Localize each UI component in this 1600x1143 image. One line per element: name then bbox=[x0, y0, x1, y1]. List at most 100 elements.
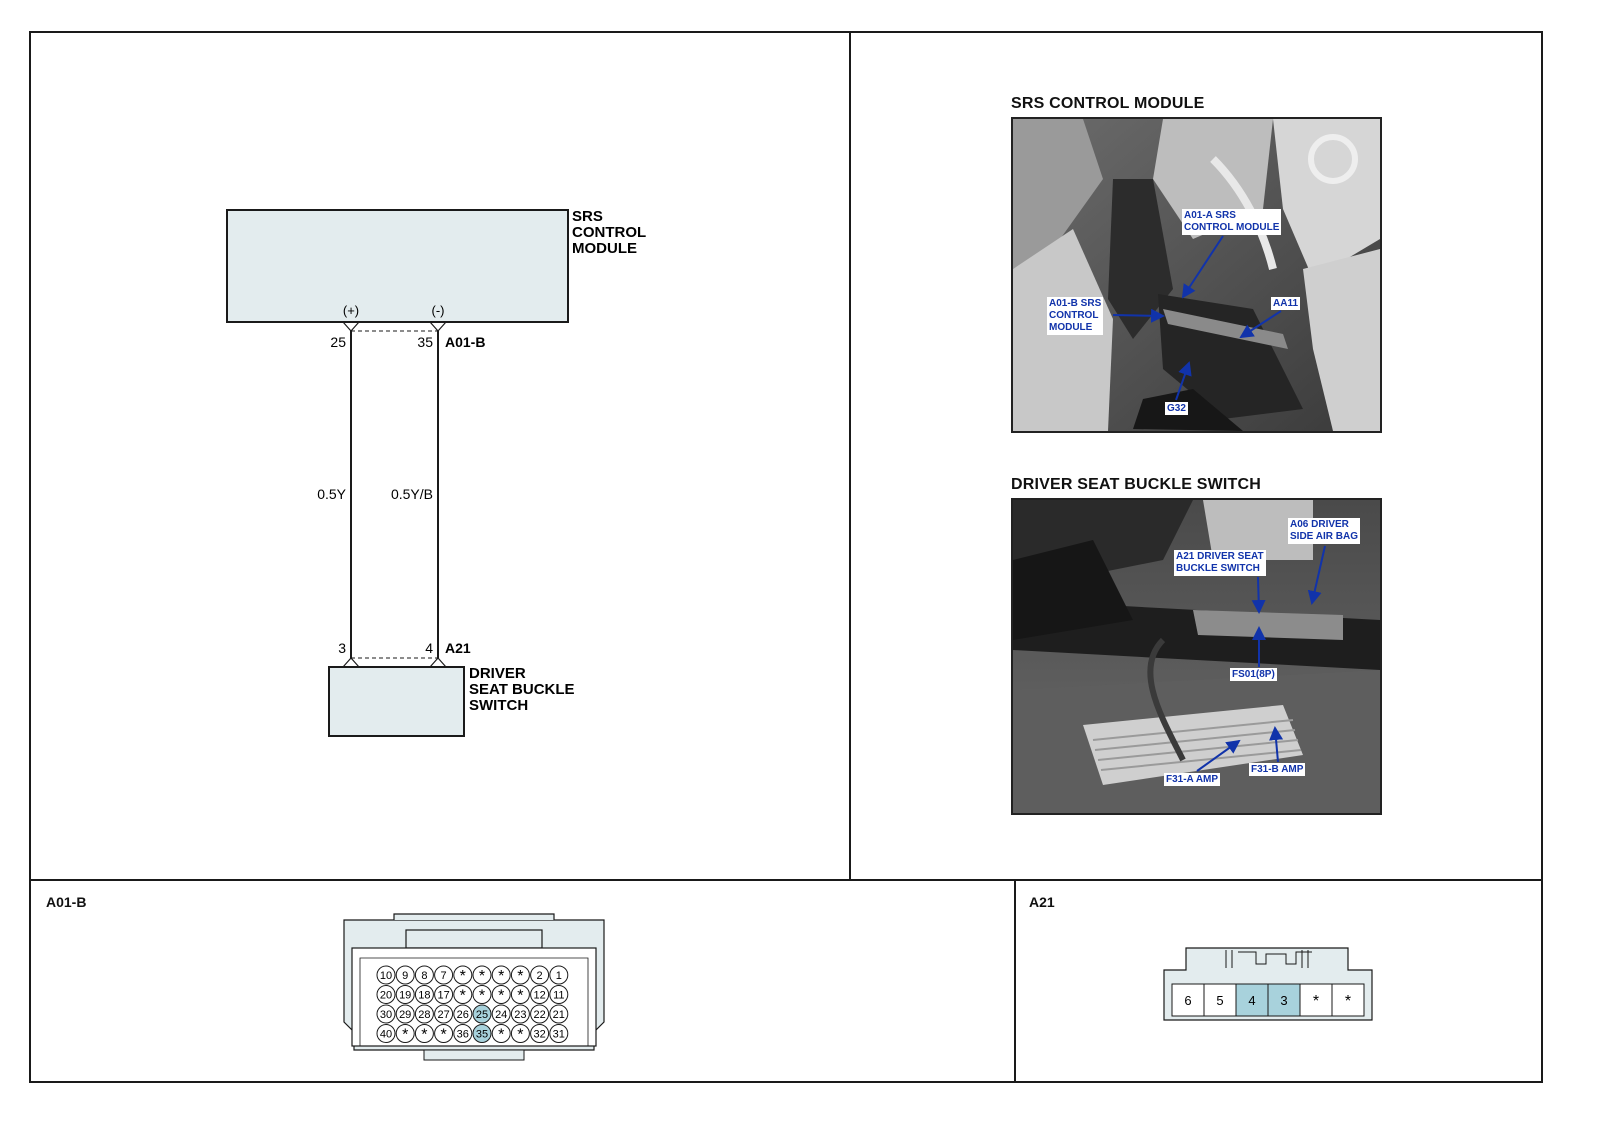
a01b-pin-cavity bbox=[510, 1004, 530, 1024]
callout-a06-line-2: SIDE AIR BAG bbox=[1290, 531, 1358, 542]
a01b-pin-number: 25 bbox=[476, 1009, 488, 1021]
a01b-pin-number: 18 bbox=[418, 990, 430, 1002]
a01b-pin-cavity bbox=[453, 985, 473, 1004]
a01b-pin-cavity bbox=[453, 965, 473, 985]
a01b-pin-cavity bbox=[434, 1024, 454, 1043]
a01b-pin-cavity bbox=[376, 985, 396, 1004]
a21-pin-cavity bbox=[1171, 983, 1205, 1017]
switch-pin-4-terminal bbox=[429, 657, 447, 668]
a01b-pin-cavity bbox=[434, 1004, 454, 1024]
a01b-pin-number: 10 bbox=[380, 970, 392, 982]
module-pin-left: 25 bbox=[330, 334, 346, 350]
callout-a06: A06 DRIVER SIDE AIR BAG bbox=[1288, 518, 1360, 544]
callout-a01b: A01-B SRS CONTROL MODULE bbox=[1047, 297, 1104, 335]
callout-a01a-line-2: CONTROL MODULE bbox=[1184, 222, 1280, 233]
a01b-pin-cavity bbox=[376, 1024, 396, 1043]
buckle-location-photo: A06 DRIVER SIDE AIR BAG A21 DRIVER SEAT … bbox=[1011, 498, 1382, 815]
switch-connector-label: A21 bbox=[445, 640, 471, 656]
a01b-pin-number: * bbox=[460, 968, 466, 985]
a01b-pin-cavity bbox=[376, 1004, 396, 1024]
a21-pin-number: * bbox=[1313, 993, 1319, 1010]
buckle-switch-box bbox=[328, 666, 465, 737]
divider-bottom bbox=[1014, 880, 1016, 1083]
a21-connector-label: A21 bbox=[1029, 894, 1055, 910]
a01b-pin-cavity bbox=[453, 1004, 473, 1024]
a01b-pin-number: 11 bbox=[553, 990, 564, 1002]
callout-fs01: FS01(8P) bbox=[1230, 668, 1277, 681]
a01b-pin-cavity bbox=[510, 1024, 530, 1043]
a01b-pin-cavity bbox=[414, 1024, 434, 1043]
wire-right-label: 0.5Y/B bbox=[391, 486, 433, 502]
a01b-pin-number: * bbox=[460, 988, 466, 1005]
module-photo-title: SRS CONTROL MODULE bbox=[1011, 95, 1205, 112]
callout-a01b-line-1: A01-B SRS bbox=[1049, 298, 1102, 309]
divider-horizontal bbox=[29, 879, 1543, 881]
a01b-pin-number: * bbox=[517, 968, 523, 985]
a21-pin-number: 6 bbox=[1184, 993, 1191, 1008]
a01b-pin-cavity bbox=[491, 1024, 511, 1043]
a01b-pin-cavity bbox=[549, 985, 569, 1004]
a01b-pin-cavity bbox=[549, 1004, 569, 1024]
polarity-positive: (+) bbox=[343, 303, 359, 318]
a01b-pin-cavity bbox=[510, 985, 530, 1004]
callout-f31b: F31-B AMP bbox=[1249, 763, 1306, 776]
a01b-connector-label: A01-B bbox=[46, 894, 87, 910]
a01b-pin-number: * bbox=[517, 1027, 523, 1044]
arrow-g32 bbox=[1175, 361, 1192, 401]
switch-pin-left: 3 bbox=[338, 640, 346, 656]
module-pin-35-terminal bbox=[429, 321, 447, 332]
module-location-photo: A01-A SRS CONTROL MODULE A01-B SRS CONTR… bbox=[1011, 117, 1382, 433]
a21-pin-cavity bbox=[1331, 983, 1365, 1017]
callout-a21: A21 DRIVER SEAT BUCKLE SWITCH bbox=[1174, 550, 1266, 576]
a01b-pin-number: * bbox=[498, 1027, 504, 1044]
a01b-pin-number: 19 bbox=[399, 990, 411, 1002]
arrow-aa11 bbox=[1239, 310, 1282, 339]
callout-f31a: F31-A AMP bbox=[1164, 773, 1221, 786]
a01b-pin-cavity bbox=[395, 1004, 415, 1024]
a01b-pin-number: 31 bbox=[553, 1029, 565, 1041]
callout-a01a-line-1: A01-A SRS bbox=[1184, 210, 1236, 221]
a21-pin-number: 5 bbox=[1216, 993, 1223, 1008]
a01b-pin-cavity bbox=[414, 1004, 434, 1024]
a01b-pin-number: 24 bbox=[495, 1009, 507, 1021]
a01b-pin-number: * bbox=[479, 988, 485, 1005]
callout-a01a: A01-A SRS CONTROL MODULE bbox=[1182, 209, 1282, 235]
a01b-pin-cavity bbox=[549, 1024, 569, 1043]
a01b-pin-cavity bbox=[530, 1004, 550, 1024]
a01b-pin-number: 17 bbox=[437, 990, 449, 1002]
a01b-pin-cavity bbox=[395, 985, 415, 1004]
buckle-photo-title: DRIVER SEAT BUCKLE SWITCH bbox=[1011, 476, 1262, 493]
switch-pin-3-terminal bbox=[342, 657, 360, 668]
a01b-pin-number: 1 bbox=[556, 970, 562, 982]
a01b-pin-number: * bbox=[440, 1027, 446, 1044]
wire-left-label: 0.5Y bbox=[317, 486, 346, 502]
arrow-a06 bbox=[1307, 545, 1326, 605]
module-pin-right: 35 bbox=[417, 334, 433, 350]
a01b-pin-cavity bbox=[414, 965, 434, 985]
a01b-pin-cavity bbox=[472, 1004, 492, 1024]
arrow-a01a bbox=[1181, 235, 1224, 299]
switch-name-line-2: SEAT BUCKLE bbox=[469, 681, 575, 698]
a01b-pin-cavity bbox=[472, 985, 492, 1004]
switch-name-line-1: DRIVER bbox=[469, 665, 526, 682]
wiring-schematic: SRS CONTROL MODULE (+) (-) 25 35 A01-B 0… bbox=[226, 208, 646, 737]
a01b-pin-number: 29 bbox=[399, 1009, 411, 1021]
a21-pin-number: * bbox=[1345, 993, 1351, 1010]
arrow-a21 bbox=[1251, 576, 1266, 614]
a01b-pin-cavity bbox=[453, 1024, 473, 1043]
a01b-pin-cavity bbox=[530, 985, 550, 1004]
a01b-pin-number: 8 bbox=[421, 970, 427, 982]
a01b-pin-cavity bbox=[491, 985, 511, 1004]
a01b-pin-cavity bbox=[434, 965, 454, 985]
a01b-pin-cavity bbox=[395, 1024, 415, 1043]
module-pin-25-terminal bbox=[342, 321, 360, 332]
srs-module-box bbox=[226, 209, 569, 323]
a01b-pin-cavity bbox=[395, 965, 415, 985]
a01b-pin-number: * bbox=[421, 1027, 427, 1044]
a01b-pin-number: 22 bbox=[533, 1009, 545, 1021]
a01b-pin-cavity bbox=[376, 965, 396, 985]
callout-a21-line-2: BUCKLE SWITCH bbox=[1176, 563, 1260, 574]
